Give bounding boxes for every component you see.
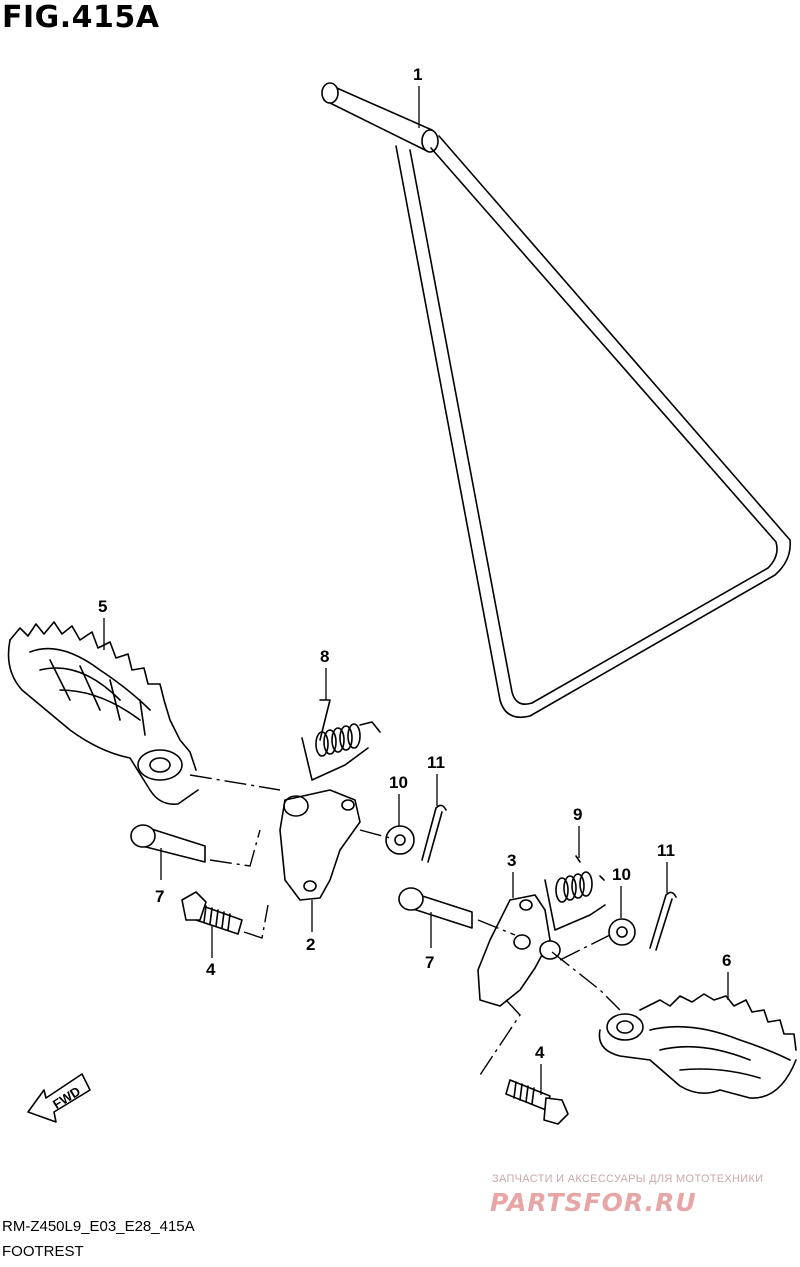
watermark-tagline: ЗАПЧАСТИ И АКСЕССУАРЫ ДЛЯ МОТОТЕХНИКИ xyxy=(492,1173,764,1185)
svg-text:7: 7 xyxy=(425,953,434,972)
svg-text:2: 2 xyxy=(306,935,315,954)
callout-7-left[interactable]: 7 xyxy=(155,848,164,906)
svg-text:8: 8 xyxy=(320,647,329,666)
callout-2[interactable]: 2 xyxy=(306,900,315,954)
callout-10-right[interactable]: 10 xyxy=(612,865,631,918)
callout-7-right[interactable]: 7 xyxy=(425,912,434,972)
svg-text:1: 1 xyxy=(413,65,422,84)
callout-10-left[interactable]: 10 xyxy=(389,773,408,826)
part-7-pin-left[interactable] xyxy=(130,824,206,863)
svg-text:10: 10 xyxy=(612,865,631,884)
callout-8[interactable]: 8 xyxy=(320,647,329,700)
callout-1[interactable]: 1 xyxy=(413,65,422,128)
part-6-footrest-right[interactable] xyxy=(598,993,797,1099)
svg-text:10: 10 xyxy=(389,773,408,792)
svg-text:11: 11 xyxy=(657,841,675,860)
fwd-direction-arrow: FWD xyxy=(27,1073,91,1123)
svg-text:4: 4 xyxy=(206,960,216,979)
part-8-spring-left[interactable] xyxy=(301,699,381,781)
callout-6[interactable]: 6 xyxy=(722,951,731,1000)
svg-text:3: 3 xyxy=(507,851,516,870)
callout-11-right[interactable]: 11 xyxy=(657,841,675,893)
section-name: FOOTREST xyxy=(2,1243,84,1260)
svg-text:11: 11 xyxy=(427,753,445,772)
callout-4-right[interactable]: 4 xyxy=(535,1043,545,1095)
svg-text:6: 6 xyxy=(722,951,731,970)
svg-text:9: 9 xyxy=(573,805,582,824)
callout-11-left[interactable]: 11 xyxy=(427,753,445,806)
svg-text:5: 5 xyxy=(98,597,107,616)
callout-5[interactable]: 5 xyxy=(98,597,107,650)
assembly-lines xyxy=(189,774,621,1076)
part-3-bracket-right[interactable] xyxy=(477,894,561,1007)
part-11-cotter-pin-right[interactable] xyxy=(649,891,677,951)
part-1-stand[interactable] xyxy=(321,82,792,719)
part-4-bolt-right[interactable] xyxy=(505,1079,569,1125)
svg-text:4: 4 xyxy=(535,1043,545,1062)
part-10-washer-left[interactable] xyxy=(385,825,415,855)
part-11-cotter-pin-left[interactable] xyxy=(421,804,447,863)
callout-9[interactable]: 9 xyxy=(573,805,582,858)
part-5-footrest-left[interactable] xyxy=(7,621,199,806)
part-4-bolt-left[interactable] xyxy=(181,891,243,935)
part-7-pin-right[interactable] xyxy=(398,887,473,929)
watermark-logo: PARTSFOR.RU xyxy=(490,1188,697,1217)
figure-title: FIG.415A xyxy=(2,0,160,35)
part-9-spring-right[interactable] xyxy=(544,855,606,931)
callout-3[interactable]: 3 xyxy=(507,851,516,898)
svg-text:7: 7 xyxy=(155,887,164,906)
model-code: RM-Z450L9_E03_E28_415A xyxy=(2,1218,195,1235)
callout-4-left[interactable]: 4 xyxy=(206,925,216,979)
part-10-washer-right[interactable] xyxy=(608,918,636,946)
part-2-bracket-left[interactable] xyxy=(279,789,361,901)
